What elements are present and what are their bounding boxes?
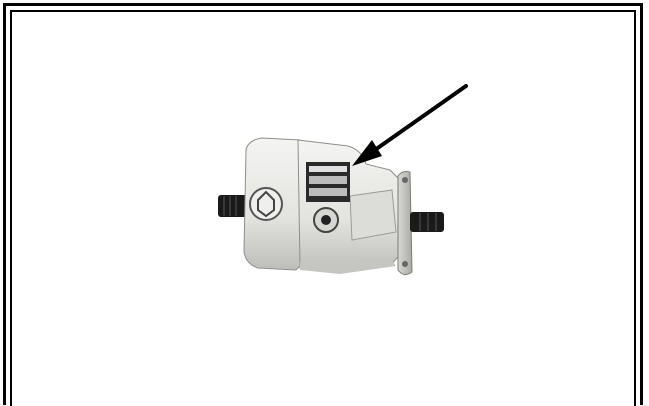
- front-flange: [397, 171, 413, 276]
- outer-frame-border: [3, 3, 643, 405]
- nameplate: [306, 162, 350, 202]
- left-shaft: [218, 195, 252, 217]
- right-shaft: [410, 212, 444, 232]
- pump-housing: [297, 139, 405, 274]
- rear-end-cap: [243, 137, 305, 271]
- inner-frame-border: [10, 10, 636, 406]
- pointer-arrow: [352, 84, 468, 166]
